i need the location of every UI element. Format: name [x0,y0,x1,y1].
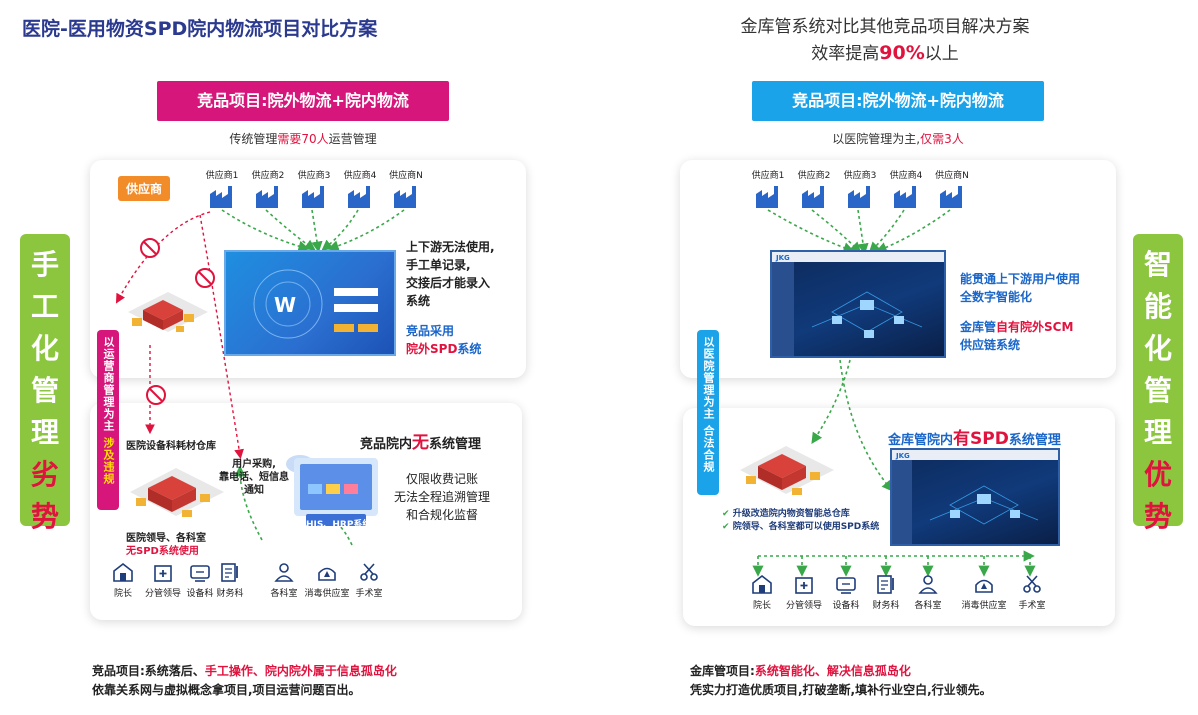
doctor-icon [274,563,294,582]
scissors-icon [360,563,378,581]
right-footer: 金库管项目:系统智能化、解决信息孤岛化 凭实力打造优质项目,打破垄断,填补行业空… [690,664,992,697]
his-monitor-illustration [286,455,378,526]
smart-warehouse-illustration [740,446,834,495]
jkg-dashboard-screen: JKG [770,250,946,358]
supplier-tag: 供应商 [118,176,171,201]
dept-equipment: 设备科 [184,562,216,599]
device-icon [836,577,856,594]
dashboard-graphic: JKG [772,252,944,356]
left-vstrip: 以运营商管理为主 涉及违规 [97,330,119,510]
right-title-line2: 效率提高90%以上 [811,42,959,64]
dept-disinfection: 消毒供应室 [960,574,1008,611]
left-lower-title: 竞品院内无系统管理 [360,433,482,453]
dept-building: 院长 [108,562,138,599]
right-vstrip: 以医院管理为主 合法合规 [697,330,719,495]
right-banner: 竞品项目:院外物流+院内物流 [752,81,1044,121]
supplier-label: 供应商N [935,171,969,181]
right-title-line1: 金库管系统对比其他竞品项目解决方案 [740,17,1030,37]
supplier-label: 供应商3 [297,171,331,181]
dept-clinical: 各科室 [268,562,300,599]
dept-clinical: 各科室 [912,574,944,611]
medical-box-icon [154,565,172,582]
left-side-label: 手工化管理 劣势 [20,234,70,533]
hospital-warehouse-illustration [130,468,224,517]
left-footer: 竞品项目:系统落后、手工操作、院内院外属于信息孤岛化 依靠关系网与虚拟概念拿项目… [92,664,397,697]
check-icon: ✔ [722,509,730,519]
right-flow-arrows [752,209,1036,577]
user-purchase-note: 用户采购, 靠电话、短信息 通知 [219,459,289,496]
right-dept-icons: 院长 分管领导 设备科 财务科 各科室 消毒供应室 手术室 [742,574,1062,618]
leader-note: 医院领导、各科室 无SPD系统使用 [126,533,206,557]
dept-finance: 财务科 [870,574,902,611]
check-icon: ✔ [722,522,730,532]
supplier-label: 供应商4 [343,171,377,181]
right-side-label: 智能化管理 优势 [1133,234,1183,533]
svg-text:W: W [274,293,296,317]
spd-dashboard-graphic: JKG [892,450,1058,544]
dept-finance: 财务科 [214,562,246,599]
forbidden-icon [140,238,215,405]
legacy-software-screen: W [224,250,396,356]
right-upper-desc: 能贯通上下游用户使用 全数字智能化 金库管自有院外SCM 供应链系统 [960,272,1081,352]
warehouse-illustration [128,292,208,332]
disinfection-icon [975,579,993,593]
dept-equipment: 设备科 [830,574,862,611]
supplier-label: 供应商3 [843,171,877,181]
scissors-icon [1023,575,1041,593]
supplier-label: 供应商2 [251,171,285,181]
dept-surgery: 手术室 [352,562,386,599]
medical-box-icon [795,577,813,594]
factory-icons [756,186,962,208]
left-upper-desc: 上下游无法使用, 手工单记录, 交接后才能录入 系统 [406,240,495,308]
supplier-label: 供应商1 [751,171,785,181]
check-item-1: ✔ 升级改造院内物资智能总仓库 [722,509,850,519]
right-suppliers: 供应商1 供应商2 供应商3 供应商4 供应商N [744,168,984,214]
dept-manager: 分管领导 [142,562,184,599]
jkg-logo: JKG [895,452,910,460]
left-lower-desc: 仅限收费记账 无法全程追溯管理 和合规化监督 [393,472,490,522]
dept-manager: 分管领导 [782,574,826,611]
supplier-label: 供应商N [389,171,423,181]
dept-surgery: 手术室 [1014,574,1050,611]
jkg-logo: JKG [775,254,790,262]
right-subnote: 以医院管理为主,仅需3人 [832,132,964,146]
right-check-list: ✔ 升级改造院内物资智能总仓库 ✔ 院领导、各科室都可以使用SPD系统 [722,508,879,534]
warehouse-label: 医院设备科耗材仓库 [126,441,216,452]
left-dept-icons: 院长 分管领导 设备科 财务科 各科室 消毒供应室 手术室 [108,562,388,606]
right-title: 金库管系统对比其他竞品项目解决方案 效率提高90%以上 [600,14,1170,67]
finance-icon [877,575,894,594]
left-flow-arrows [115,209,405,546]
left-suppliers: 供应商1 供应商2 供应商3 供应商4 供应商N [198,168,438,214]
left-subnote: 传统管理需要70人运营管理 [229,132,377,146]
device-icon [190,565,210,582]
check-item-2: ✔ 院领导、各科室都可以使用SPD系统 [722,522,880,532]
doctor-icon [918,575,938,594]
dept-building: 院长 [746,574,778,611]
disinfection-icon [318,567,336,581]
dept-disinfection: 消毒供应室 [304,562,350,599]
left-title: 医院-医用物资SPD院内物流项目对比方案 [22,18,378,40]
right-lower-title: 金库管院内有SPD系统管理 [888,429,1061,449]
factory-icons [210,186,416,208]
supplier-label: 供应商4 [889,171,923,181]
jkg-spd-screen: JKG [890,448,1060,546]
legacy-login-graphic: W [253,269,378,339]
supplier-label: 供应商2 [797,171,831,181]
left-banner: 竞品项目:院外物流+院内物流 [157,81,449,121]
building-icon [113,562,133,582]
building-icon [752,574,772,594]
his-label: HIS、HRP系统 [306,520,372,530]
supplier-label: 供应商1 [205,171,239,181]
left-upper-note: 竞品采用 院外SPD系统 [406,324,482,356]
finance-icon [221,563,238,582]
